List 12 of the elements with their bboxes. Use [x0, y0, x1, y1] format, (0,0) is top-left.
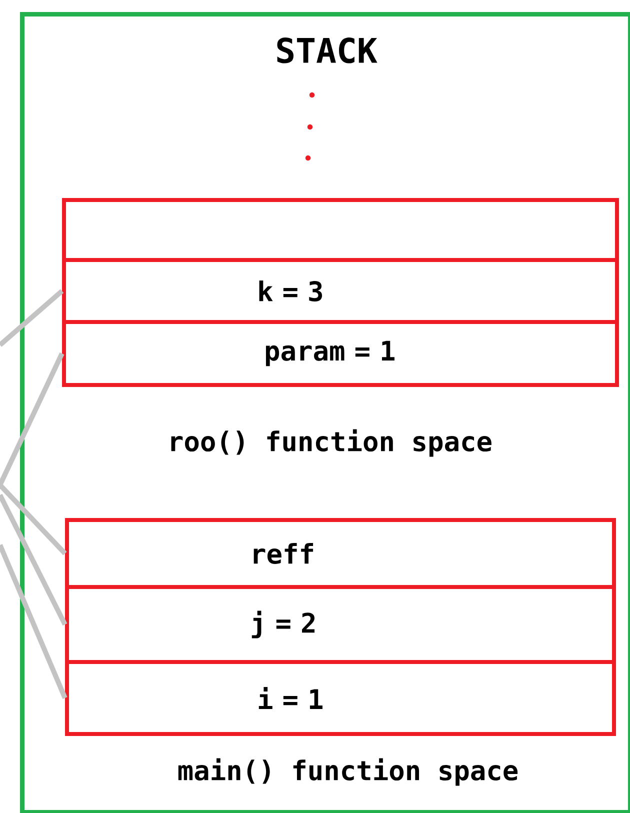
leader-line	[0, 289, 64, 347]
stack-cell: i = 1	[65, 660, 616, 736]
stack-cell: k = 3	[62, 258, 619, 324]
leader-line	[0, 483, 67, 556]
leader-line	[0, 544, 68, 699]
frame-caption: roo() function space	[171, 429, 492, 457]
stack-cell: j = 2	[65, 585, 616, 664]
leader-line	[0, 352, 64, 486]
leader-line	[0, 494, 68, 626]
frame-caption: main() function space	[178, 758, 518, 786]
stack-cell: param = 1	[62, 320, 619, 387]
stack-cell: reff	[65, 518, 616, 589]
